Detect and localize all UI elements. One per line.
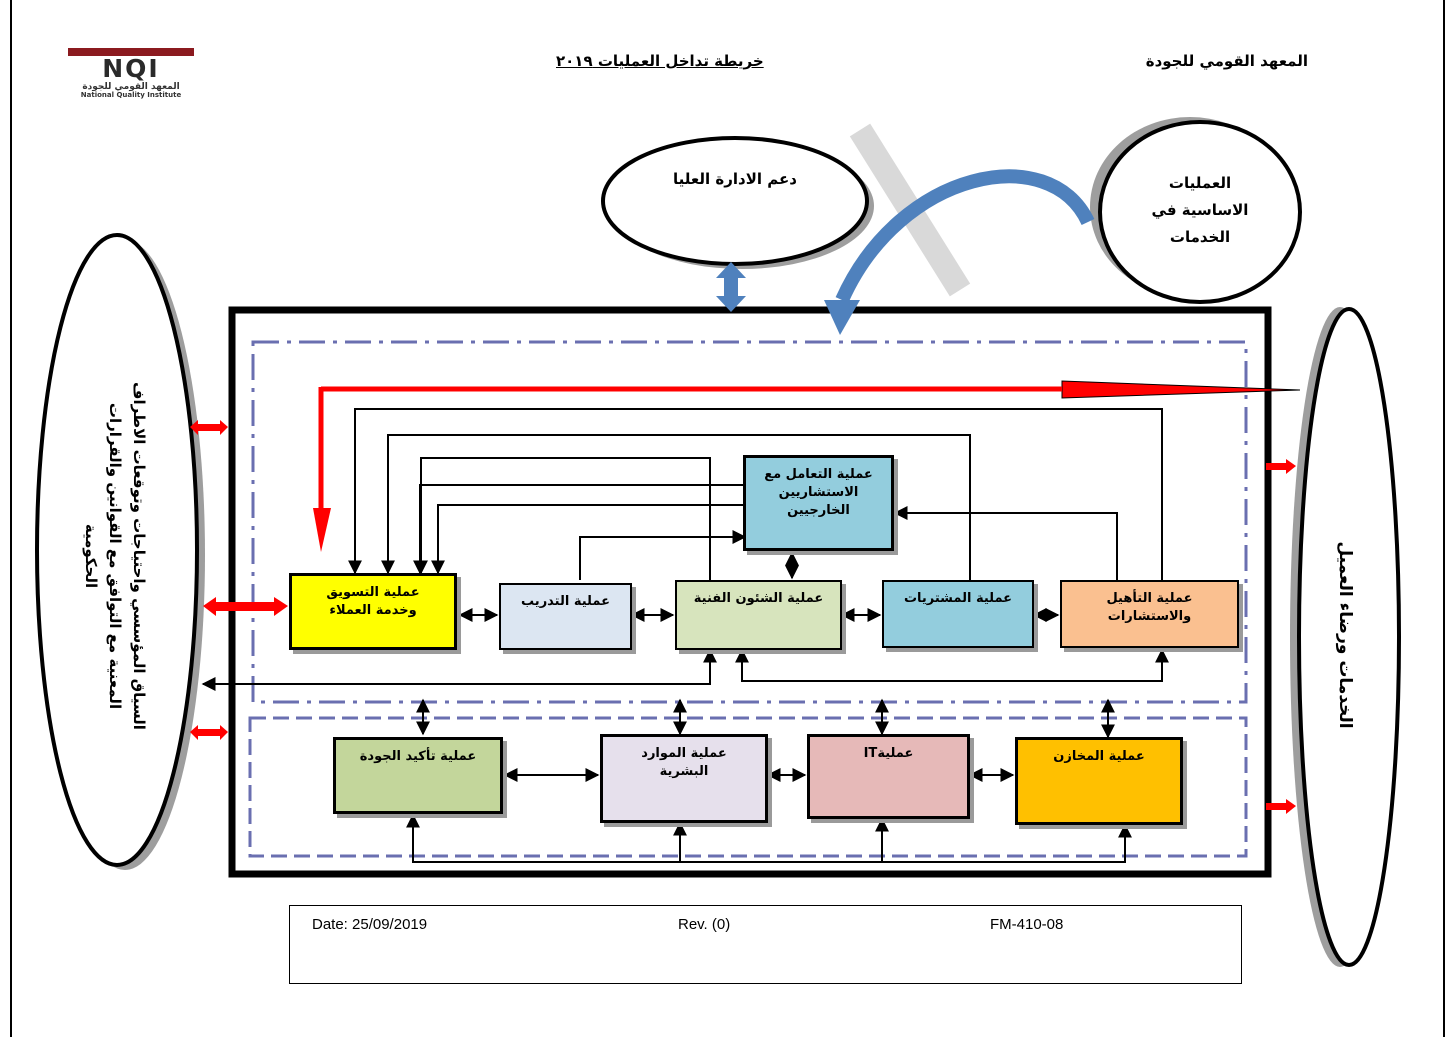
technical-affairs-box: عملية الشئون الفنية [675, 580, 842, 650]
top-management-label: دعم الادارة العليا [673, 170, 797, 188]
footer-date: Date: 25/09/2019 [312, 916, 428, 933]
stakeholder-arrow-top [190, 420, 228, 435]
training-label: عملية التدريب [521, 594, 610, 609]
customer-arrow-top [1266, 459, 1296, 474]
top-management-ellipse [601, 136, 869, 266]
top-management-link-arrow [716, 262, 746, 312]
institute-name: المعهد القومي للجودة [1145, 52, 1308, 70]
stores-box: عملية المخازن [1015, 737, 1183, 825]
marketing-label: عملية التسويق وخدمة العملاء [326, 576, 419, 620]
quality-assurance-label: عملية تأكيد الجودة [359, 749, 477, 764]
procurement-box: عملية المشتريات [882, 580, 1034, 648]
quality-assurance-box: عملية تأكيد الجودة [333, 737, 503, 814]
core-processes-line: الخدمات [1169, 228, 1231, 246]
page-frame [10, 0, 1445, 1037]
connector-lines [201, 408, 1169, 863]
stakeholders-line: الحكومية [82, 523, 100, 589]
core-processes-ellipse [1098, 120, 1302, 304]
label-line: عملية التأهيل [1106, 591, 1193, 606]
qualification-box: عملية التأهيل والاستشارات [1060, 580, 1239, 648]
stakeholders-label: السياق المؤسسي واحتياجات وتوقعات الاطراف… [79, 231, 151, 881]
stakeholders-line: المعنية مع التوافق مع القوانين والقرارات [106, 402, 124, 710]
label-line: عملية الموارد [641, 746, 727, 761]
logo-arabic: المعهد القومي للجودة [82, 82, 180, 92]
training-box: عملية التدريب [499, 583, 632, 650]
label-line: عملية التسويق [326, 585, 420, 600]
stakeholders-ellipse [35, 233, 199, 867]
stakeholder-arrow-bottom [190, 725, 228, 740]
footer-revision: Rev. (0) [678, 916, 731, 933]
qualification-label: عملية التأهيل والاستشارات [1106, 582, 1192, 626]
human-resources-label: عملية الموارد البشرية [641, 737, 726, 781]
external-consultants-box: عملية التعامل مع الاستشاريين الخارجيين [743, 455, 894, 551]
core-processes-arrow-head [824, 300, 860, 335]
logo-bar [68, 48, 194, 56]
footer-form-number: FM-410-08 [990, 916, 1064, 933]
label-line: الاستشاريين [778, 485, 859, 500]
support-region-border [248, 716, 1248, 858]
logo-english: National Quality Institute [80, 91, 182, 99]
logo-mark: NQI [102, 54, 160, 83]
technical-affairs-label: عملية الشئون الفنية [693, 591, 824, 606]
customer-feedback-arrow [313, 380, 1301, 552]
document-footer: Date: 25/09/2019 Rev. (0) FM-410-08 [289, 905, 1242, 984]
external-consultants-label: عملية التعامل مع الاستشاريين الخارجيين [764, 458, 873, 520]
label-line: وخدمة العملاء [329, 603, 417, 618]
core-processes-line: الاساسية في [1151, 201, 1249, 219]
label-line: والاستشارات [1107, 609, 1192, 624]
label-line: البشرية [659, 764, 709, 779]
core-processes-curved-arrow [835, 169, 1095, 303]
stakeholder-marketing-arrow [203, 597, 288, 616]
it-label: عمليةIT [863, 746, 914, 761]
procurement-label: عملية المشتريات [903, 591, 1013, 606]
stakeholders-line: السياق المؤسسي واحتياجات وتوقعات الاطراف [130, 382, 148, 730]
customer-label: الخدمات ورضاء العميل [1335, 541, 1355, 729]
customer-ellipse [1297, 307, 1401, 967]
label-line: الخارجيين [787, 503, 850, 518]
customer-arrow-bottom [1266, 799, 1296, 814]
human-resources-box: عملية الموارد البشرية [600, 734, 768, 823]
core-region-border [251, 340, 1248, 704]
core-processes-label: العمليات الاساسية في الخدمات [1120, 170, 1280, 251]
it-box: عمليةIT [807, 734, 970, 819]
nqi-logo: NQI المعهد القومي للجودة National Qualit… [68, 48, 194, 100]
marketing-box: عملية التسويق وخدمة العملاء [289, 573, 457, 650]
core-processes-line: العمليات [1168, 174, 1232, 192]
page-title: خريطة تداخل العمليات ٢٠١٩ [556, 52, 764, 70]
stores-label: عملية المخازن [1053, 749, 1145, 764]
label-line: عملية التعامل مع [764, 467, 873, 482]
